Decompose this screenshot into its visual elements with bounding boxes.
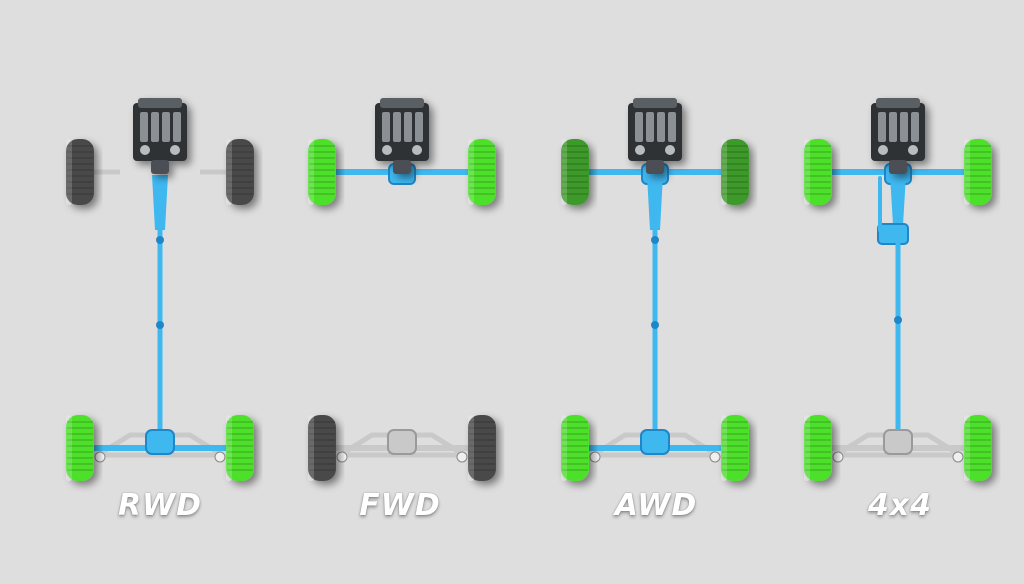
rear-left-wheel <box>66 415 94 481</box>
rear-differential <box>145 429 175 455</box>
u-joint-front <box>651 236 659 244</box>
rear-hub-right <box>456 451 468 463</box>
drivetrain-awd <box>561 98 749 481</box>
engine-block <box>133 98 187 174</box>
rear-hub-right <box>952 451 964 463</box>
rear-suspension <box>833 432 963 458</box>
u-joint-center <box>156 321 164 329</box>
rear-hub-left <box>589 451 601 463</box>
rear-left-wheel <box>308 415 336 481</box>
drivetrain-4x4 <box>804 98 992 481</box>
front-left-wheel <box>561 139 589 205</box>
engine-block <box>375 98 429 174</box>
label-awd: AWD <box>614 488 698 523</box>
rear-left-wheel <box>561 415 589 481</box>
rear-differential <box>387 429 417 455</box>
rear-left-wheel <box>804 415 832 481</box>
front-right-wheel <box>226 139 254 205</box>
rear-hub-right <box>709 451 721 463</box>
front-left-wheel <box>308 139 336 205</box>
rear-hub-left <box>832 451 844 463</box>
rear-suspension <box>590 432 720 458</box>
front-left-wheel <box>66 139 94 205</box>
rear-hub-left <box>336 451 348 463</box>
label-rwd: RWD <box>117 488 203 523</box>
rear-right-wheel <box>964 415 992 481</box>
rear-suspension <box>95 432 225 458</box>
rear-right-wheel <box>468 415 496 481</box>
rear-hub-right <box>214 451 226 463</box>
label-fwd: FWD <box>359 488 441 523</box>
u-joint-center <box>651 321 659 329</box>
label-4x4: 4x4 <box>867 488 933 523</box>
transmission-tunnel <box>152 175 168 230</box>
front-right-wheel <box>468 139 496 205</box>
rear-right-wheel <box>721 415 749 481</box>
front-right-wheel <box>964 139 992 205</box>
engine-block <box>628 98 682 174</box>
u-joint-front <box>156 236 164 244</box>
front-left-wheel <box>804 139 832 205</box>
transfer-case <box>877 223 909 245</box>
transmission-tunnel <box>647 175 663 230</box>
rear-suspension <box>337 432 467 458</box>
rear-differential <box>883 429 913 455</box>
drivetrain-fwd <box>308 98 496 481</box>
rear-hub-left <box>94 451 106 463</box>
transmission-tunnel <box>890 175 906 225</box>
front-right-wheel <box>721 139 749 205</box>
drivetrain-rwd <box>66 98 254 481</box>
rear-differential <box>640 429 670 455</box>
engine-block <box>871 98 925 174</box>
rear-right-wheel <box>226 415 254 481</box>
u-joint-center <box>894 316 902 324</box>
